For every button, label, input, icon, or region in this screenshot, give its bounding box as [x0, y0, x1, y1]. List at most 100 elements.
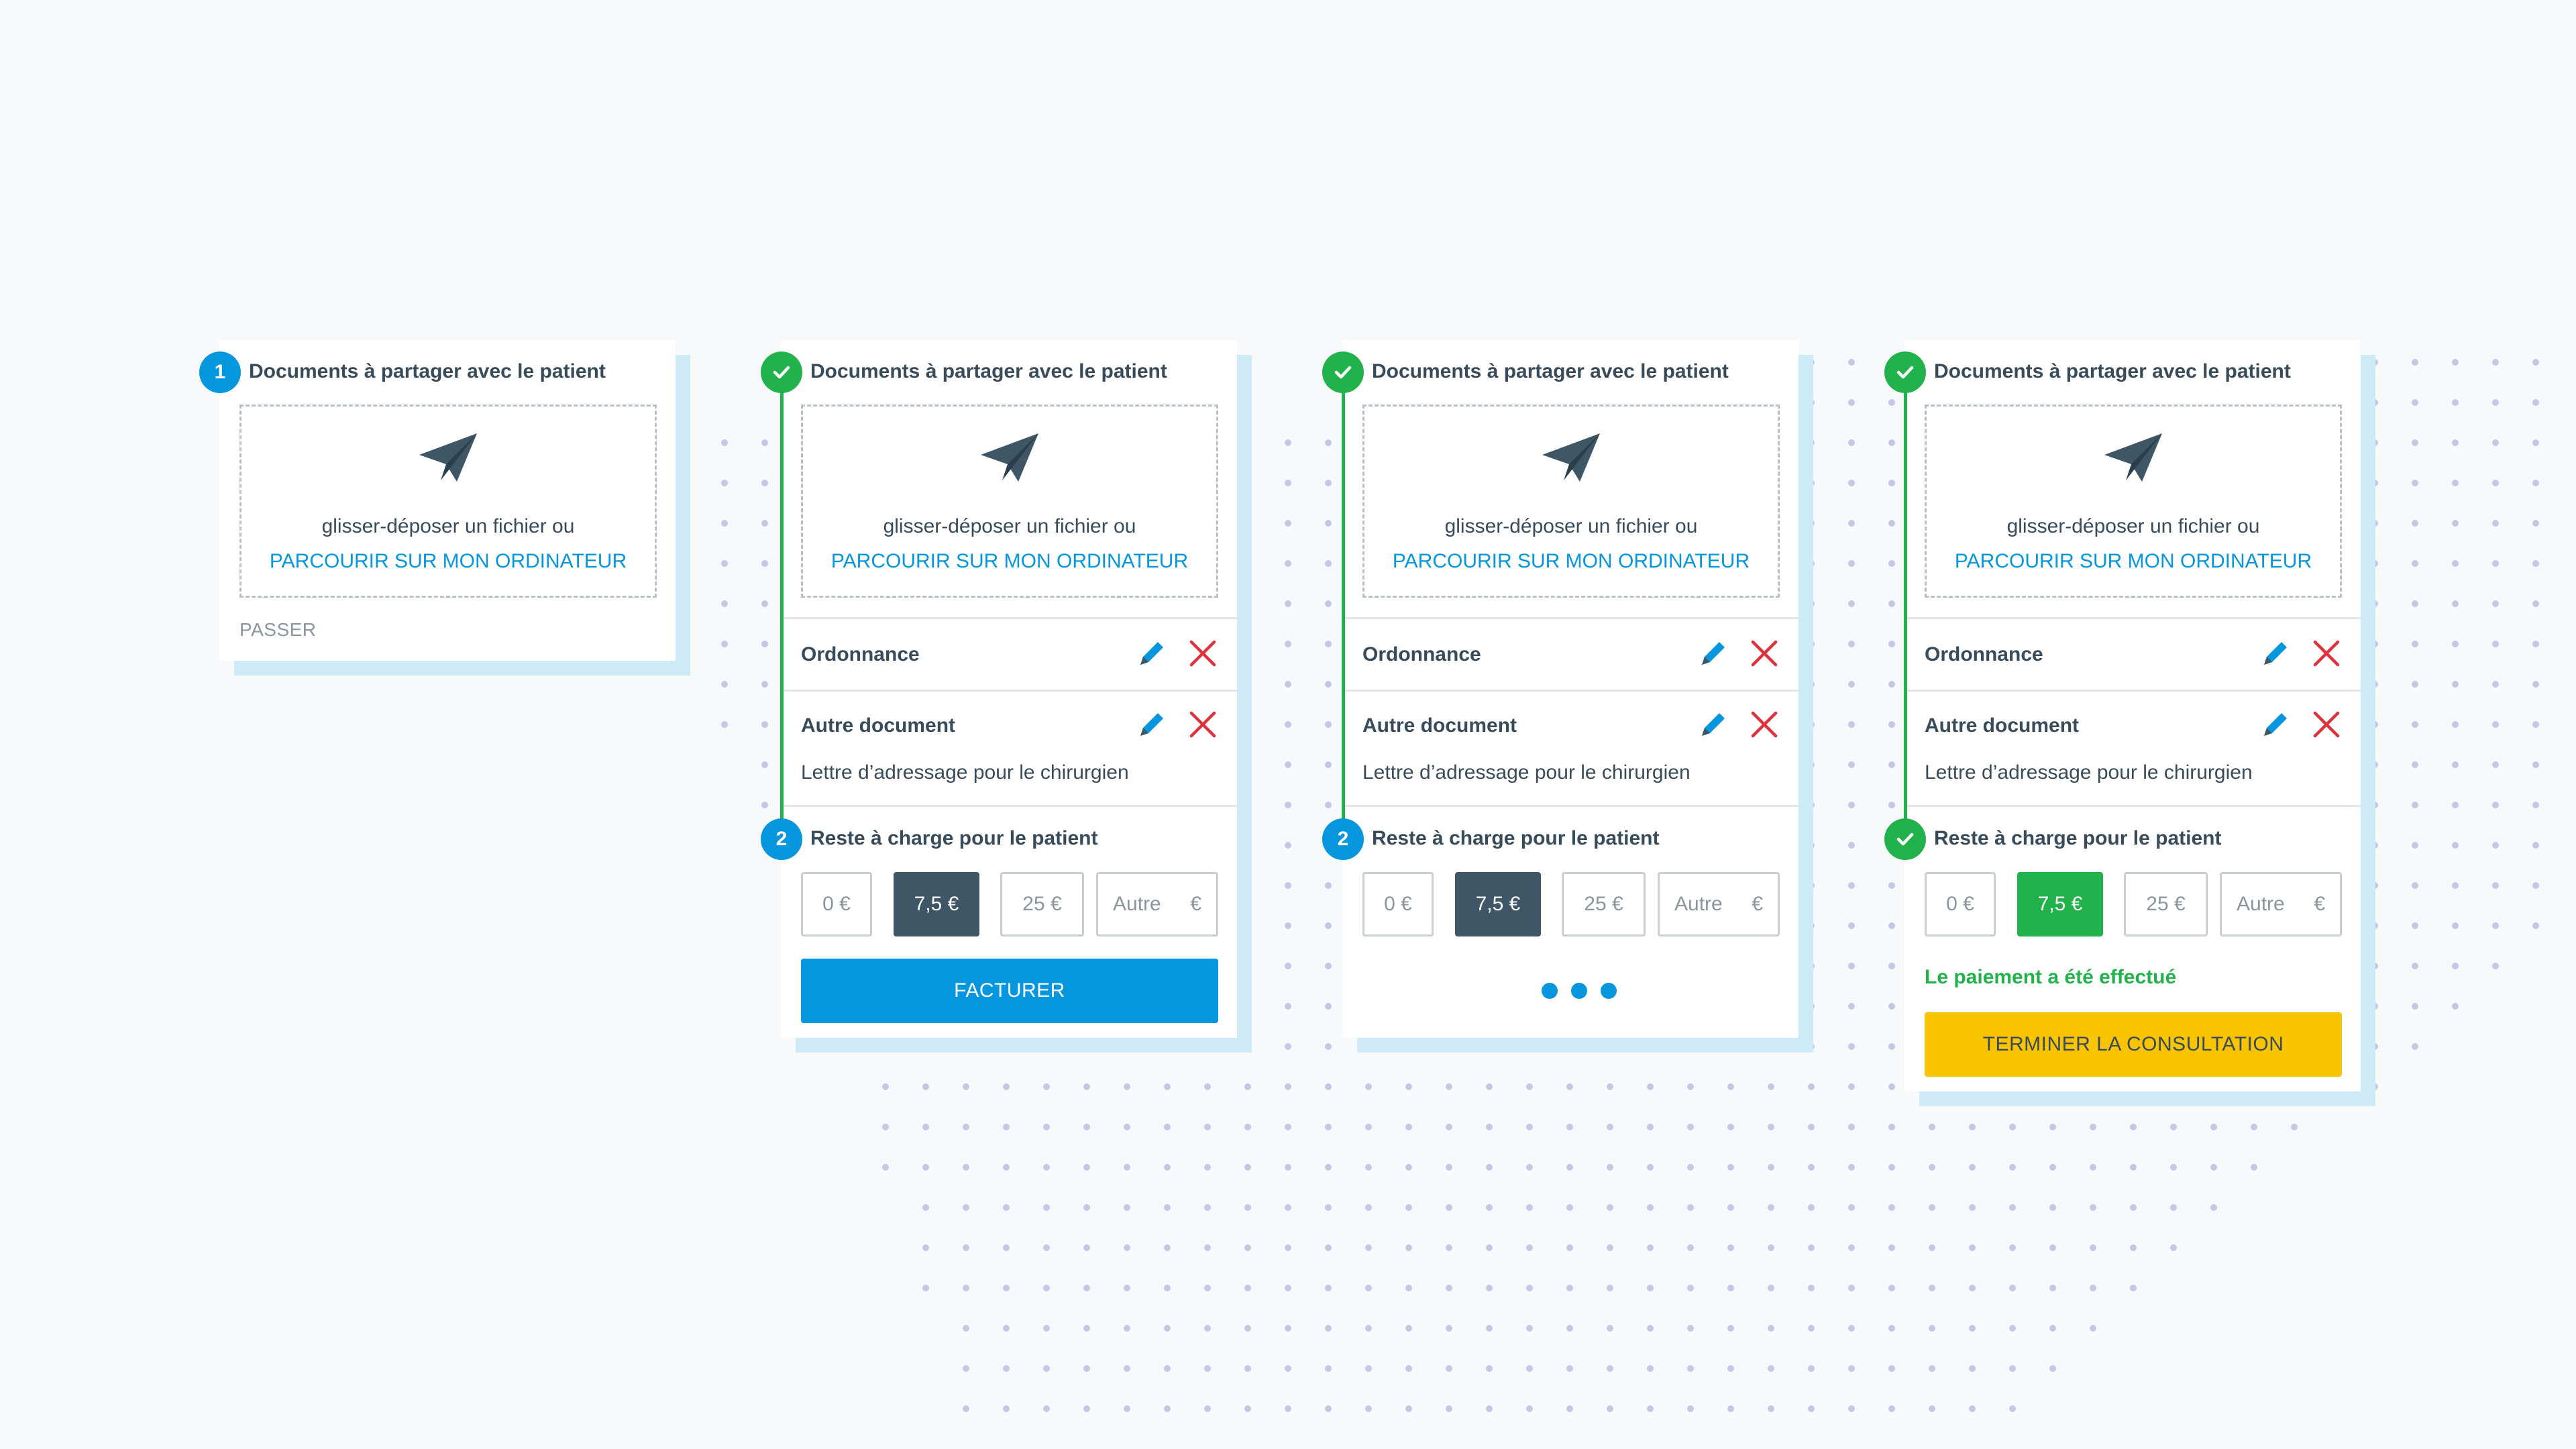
background-dot: [2009, 1405, 2016, 1412]
background-dot: [1848, 1124, 1855, 1130]
background-dot: [1727, 1124, 1734, 1130]
background-dot: [1727, 1365, 1734, 1372]
browse-computer-link[interactable]: PARCOURIR SUR MON ORDINATEUR: [1954, 550, 2312, 572]
background-dot: [2452, 1003, 2459, 1010]
background-dot: [2452, 721, 2459, 728]
background-dot: [2452, 963, 2459, 969]
background-dot: [1848, 1285, 1855, 1291]
amount-other-input[interactable]: Autre €: [2220, 872, 2342, 936]
background-dot: [1244, 1204, 1251, 1211]
background-dot: [2009, 1124, 2016, 1130]
divider: [1904, 805, 2361, 807]
background-dot: [1486, 1405, 1493, 1412]
background-dot: [1325, 439, 1332, 446]
delete-document-button[interactable]: [1186, 637, 1220, 670]
background-dot: [1848, 641, 1855, 647]
background-dot: [2492, 560, 2499, 567]
background-dot: [1285, 681, 1291, 688]
background-dot: [1164, 1285, 1171, 1291]
delete-document-button[interactable]: [1748, 708, 1781, 741]
background-dot: [1003, 1405, 1010, 1412]
background-dot: [1285, 641, 1291, 647]
background-dot: [1929, 1405, 1935, 1412]
amount-option-0[interactable]: 0 €: [1925, 872, 1996, 936]
amount-other-input[interactable]: Autre €: [1658, 872, 1780, 936]
amount-other-input[interactable]: Autre €: [1096, 872, 1218, 936]
background-dot: [2090, 1244, 2096, 1251]
background-dot: [1325, 802, 1332, 808]
background-dot: [2130, 1164, 2137, 1171]
background-dot: [1808, 1405, 1815, 1412]
skip-button[interactable]: PASSER: [239, 619, 317, 640]
background-dot: [1768, 1204, 1774, 1211]
background-dot: [1325, 1405, 1332, 1412]
background-dot: [1285, 439, 1291, 446]
amount-option-7-5-selected[interactable]: 7,5 €: [1455, 872, 1541, 936]
background-dot: [963, 1325, 969, 1332]
background-dot: [1888, 1083, 1895, 1090]
background-dot: [2170, 1204, 2177, 1211]
edit-document-button[interactable]: [1697, 708, 1730, 741]
background-dot: [1848, 922, 1855, 929]
background-dot: [2532, 721, 2539, 728]
background-dot: [1808, 1204, 1815, 1211]
close-icon: [1751, 640, 1778, 667]
background-dot: [1607, 1164, 1613, 1171]
finish-consultation-button[interactable]: TERMINER LA CONSULTATION: [1925, 1012, 2342, 1077]
delete-document-button[interactable]: [1186, 708, 1220, 741]
browse-computer-link[interactable]: PARCOURIR SUR MON ORDINATEUR: [830, 550, 1189, 572]
background-dot: [761, 681, 768, 688]
background-dot: [1043, 1365, 1050, 1372]
drop-zone[interactable]: glisser-déposer un fichier ou PARCOURIR …: [1925, 405, 2342, 598]
amount-option-25[interactable]: 25 €: [1562, 872, 1646, 936]
check-icon: [1896, 366, 1914, 379]
browse-computer-link[interactable]: PARCOURIR SUR MON ORDINATEUR: [269, 550, 627, 572]
drop-zone[interactable]: glisser-déposer un fichier ou PARCOURIR …: [1362, 405, 1780, 598]
background-dot: [761, 480, 768, 486]
edit-document-button[interactable]: [2259, 708, 2292, 741]
charge-title: Reste à charge pour le patient: [1934, 827, 2222, 849]
background-dot: [1285, 1083, 1291, 1090]
background-dot: [2492, 761, 2499, 768]
bill-button[interactable]: FACTURER: [801, 959, 1218, 1023]
divider: [1342, 617, 1799, 619]
background-dot: [1164, 1325, 1171, 1332]
background-dot: [2090, 1164, 2096, 1171]
background-dot: [1526, 1244, 1533, 1251]
delete-document-button[interactable]: [2310, 637, 2343, 670]
edit-document-button[interactable]: [1135, 708, 1169, 741]
background-dot: [1285, 721, 1291, 728]
browse-computer-link[interactable]: PARCOURIR SUR MON ORDINATEUR: [1392, 550, 1750, 572]
amount-option-7-5-selected[interactable]: 7,5 €: [894, 872, 979, 936]
background-dot: [1365, 1124, 1372, 1130]
amount-option-7-5-paid[interactable]: 7,5 €: [2017, 872, 2103, 936]
background-dot: [1727, 1204, 1734, 1211]
amount-option-0[interactable]: 0 €: [1362, 872, 1434, 936]
drop-zone[interactable]: glisser-déposer un fichier ou PARCOURIR …: [239, 405, 657, 598]
delete-document-button[interactable]: [2310, 708, 2343, 741]
background-dot: [1888, 1043, 1895, 1050]
amount-option-25[interactable]: 25 €: [2124, 872, 2208, 936]
background-dot: [2492, 842, 2499, 849]
delete-document-button[interactable]: [1748, 637, 1781, 670]
amount-option-0[interactable]: 0 €: [801, 872, 872, 936]
progress-line: [1904, 372, 1907, 847]
background-dot: [1687, 1204, 1694, 1211]
background-dot: [1285, 520, 1291, 527]
background-dot: [1888, 681, 1895, 688]
loading-dot: [1571, 983, 1587, 999]
background-dot: [2532, 560, 2539, 567]
background-dot: [1244, 1083, 1251, 1090]
edit-document-button[interactable]: [2259, 637, 2292, 670]
background-dot: [1244, 1365, 1251, 1372]
background-dot: [1526, 1365, 1533, 1372]
background-dot: [1043, 1204, 1050, 1211]
background-dot: [1808, 1285, 1815, 1291]
background-dot: [1285, 1405, 1291, 1412]
pencil-icon: [1140, 642, 1163, 665]
edit-document-button[interactable]: [1697, 637, 1730, 670]
drop-zone[interactable]: glisser-déposer un fichier ou PARCOURIR …: [801, 405, 1218, 598]
background-dot: [1526, 1164, 1533, 1171]
amount-option-25[interactable]: 25 €: [1000, 872, 1084, 936]
edit-document-button[interactable]: [1135, 637, 1169, 670]
